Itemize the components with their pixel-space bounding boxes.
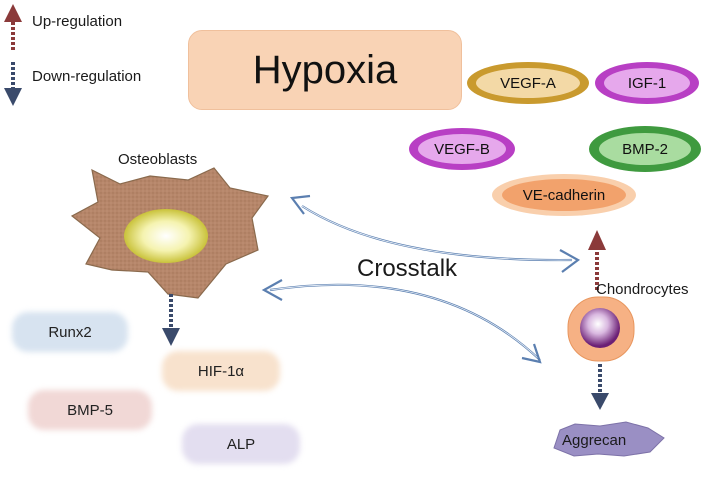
marker-runx2-label: Runx2 [48,323,92,341]
chondrocytes-label: Chondrocytes [596,281,689,298]
marker-alp-label: ALP [226,435,256,453]
crosstalk-arrow-lower [261,279,542,364]
aggrecan-label: Aggrecan [562,432,627,449]
vegf-b-label: VEGF-B [434,140,490,158]
osteoblast-cell [70,167,270,299]
vegf-b-pill: VEGF-B [409,128,515,170]
hypoxia-box: Hypoxia [188,30,462,110]
osteoblast-down-arrow [162,294,180,346]
chondrocyte-down-arrow [591,364,609,410]
igf-1-pill: IGF-1 [595,62,699,104]
marker-hif1a: HIF-1α [162,351,280,391]
ve-cadherin-label: VE-cadherin [522,186,606,204]
bmp-2-pill: BMP-2 [589,126,701,172]
igf-1-label: IGF-1 [627,74,667,92]
crosstalk-label: Crosstalk [357,255,458,282]
marker-hif1a-label: HIF-1α [197,362,245,380]
chondrocyte-up-arrow [588,230,606,290]
marker-alp: ALP [182,424,300,464]
vegf-a-label: VEGF-A [500,74,556,92]
legend-up-arrow [4,4,22,50]
bmp-2-label: BMP-2 [622,140,668,158]
marker-runx2: Runx2 [12,312,128,352]
crosstalk-arrow-upper [289,194,581,273]
marker-bmp5-label: BMP-5 [67,401,113,419]
ve-cadherin-pill: VE-cadherin [492,174,636,216]
osteoblasts-label: Osteoblasts [118,151,198,168]
vegf-a-pill: VEGF-A [467,62,589,104]
marker-bmp5: BMP-5 [28,390,152,430]
legend-down-label: Down-regulation [32,68,142,85]
aggrecan-shape [553,421,665,457]
legend-down-arrow [4,62,22,106]
hypoxia-title: Hypoxia [252,47,398,92]
chondrocyte-cell [567,296,635,362]
legend-up-label: Up-regulation [32,13,123,30]
